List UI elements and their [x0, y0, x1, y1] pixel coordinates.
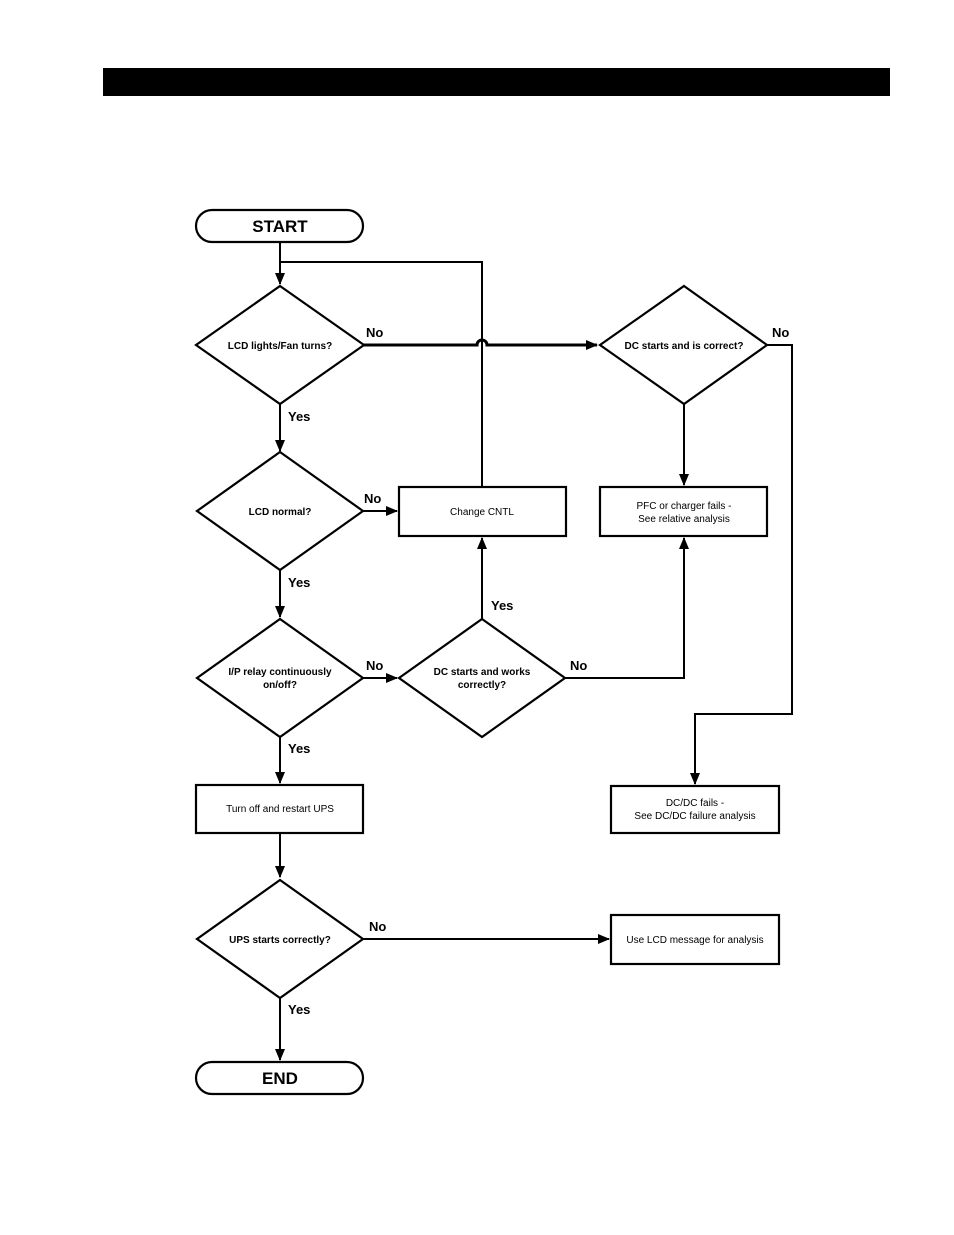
decision-dc-starts-correct: DC starts and is correct? — [598, 284, 769, 406]
decision-ups-starts: UPS starts correctly? — [195, 878, 365, 1000]
label-dc-works-yes: Yes — [491, 598, 513, 613]
lcd-normal-label: LCD normal? — [249, 507, 312, 518]
decision-dc-works: DC starts and works correctly? — [397, 617, 567, 739]
label-lcd-normal-yes: Yes — [288, 575, 310, 590]
process-change-cntl: Change CNTL — [397, 485, 568, 538]
dc-works-line-1: DC starts and works — [434, 667, 531, 678]
change-cntl-label: Change CNTL — [450, 507, 514, 518]
ups-starts-label: UPS starts correctly? — [229, 935, 331, 946]
flow-edges — [275, 242, 793, 1061]
label-ups-starts-no: No — [369, 919, 386, 934]
decision-lcd-normal: LCD normal? — [195, 450, 365, 572]
lcd-lights-label: LCD lights/Fan turns? — [228, 341, 332, 352]
edge-lcd-lights-no — [364, 338, 598, 350]
edge-dc-correct-no — [690, 344, 793, 785]
ip-relay-line-1: I/P relay continuously — [228, 667, 332, 678]
start-label: START — [252, 217, 308, 236]
edge-change-cntl-loop — [280, 261, 483, 487]
label-ip-relay-yes: Yes — [288, 741, 310, 756]
label-dc-works-no: No — [570, 658, 587, 673]
edge-labels: No Yes No No Yes No Yes Yes No No Yes — [288, 325, 789, 1017]
turn-off-label: Turn off and restart UPS — [226, 804, 334, 815]
decision-lcd-lights: LCD lights/Fan turns? — [194, 284, 366, 406]
end-terminal: END — [194, 1060, 365, 1096]
start-terminal: START — [194, 208, 365, 244]
label-lcd-normal-no: No — [364, 491, 381, 506]
end-label: END — [262, 1069, 298, 1088]
label-ip-relay-no: No — [366, 658, 383, 673]
ip-relay-line-2: on/off? — [263, 680, 297, 691]
dc-starts-correct-label: DC starts and is correct? — [625, 341, 744, 352]
pfc-fails-line-2: See relative analysis — [638, 514, 730, 525]
label-ups-starts-yes: Yes — [288, 1002, 310, 1017]
label-lcd-lights-no: No — [366, 325, 383, 340]
dc-works-line-2: correctly? — [458, 680, 506, 691]
pfc-fails-line-1: PFC or charger fails - — [636, 501, 731, 512]
label-dc-correct-no: No — [772, 325, 789, 340]
edge-dc-works-no — [565, 537, 689, 679]
process-turn-off: Turn off and restart UPS — [194, 783, 365, 835]
decision-ip-relay: I/P relay continuously on/off? — [195, 617, 365, 739]
use-lcd-label: Use LCD message for analysis — [626, 935, 763, 946]
header-bar — [103, 68, 890, 96]
process-use-lcd: Use LCD message for analysis — [609, 913, 781, 966]
dcdc-fails-line-2: See DC/DC failure analysis — [634, 811, 755, 822]
label-lcd-lights-yes: Yes — [288, 409, 310, 424]
process-pfc-fails: PFC or charger fails - See relative anal… — [598, 485, 769, 538]
process-dcdc-fails: DC/DC fails - See DC/DC failure analysis — [609, 784, 781, 835]
dcdc-fails-line-1: DC/DC fails - — [666, 798, 724, 809]
